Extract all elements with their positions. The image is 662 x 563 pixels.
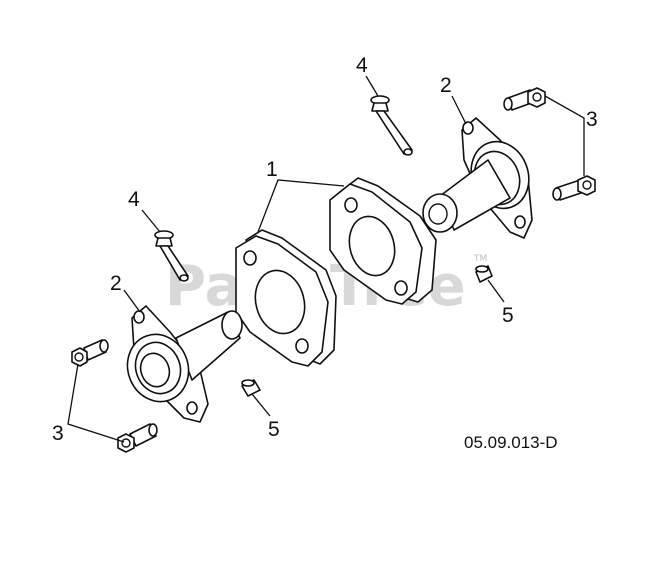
shoulder-bolt-right[interactable] [370, 95, 413, 156]
flange-hole-top [133, 310, 145, 324]
document-number: 05.09.013-D [464, 433, 558, 452]
bearing-flange-left[interactable] [118, 305, 243, 423]
callout-2-right: 2 [440, 74, 452, 97]
callout-5-right: 5 [502, 304, 514, 327]
bearing-flange-right[interactable] [422, 117, 538, 239]
callout-2-left: 2 [110, 272, 122, 295]
flange-hole-bottom [186, 401, 198, 415]
flange-bolt-right-bottom[interactable] [552, 175, 596, 201]
callout-3-right: 3 [586, 108, 598, 131]
flange-bolt-right-top[interactable] [503, 87, 546, 111]
leader-lines [67, 75, 585, 443]
flange-bolt-left-bottom[interactable] [117, 423, 158, 453]
callout-5-left: 5 [268, 418, 280, 441]
flange-hole-top [462, 121, 474, 135]
flange-hole-bottom [514, 215, 526, 229]
watermark-trademark: TM [473, 254, 487, 264]
spacer-left[interactable] [235, 229, 337, 367]
spacer-right[interactable] [329, 177, 437, 305]
callout-4-left: 4 [128, 188, 140, 211]
shoulder-bolt-left[interactable] [154, 230, 189, 282]
callout-4-right: 4 [356, 54, 368, 77]
set-screw-right[interactable] [475, 265, 493, 283]
flange-bolt-left-top[interactable] [71, 339, 109, 367]
callout-1: 1 [266, 158, 278, 181]
callout-3-left: 3 [52, 422, 64, 445]
set-screw-left[interactable] [241, 379, 261, 397]
